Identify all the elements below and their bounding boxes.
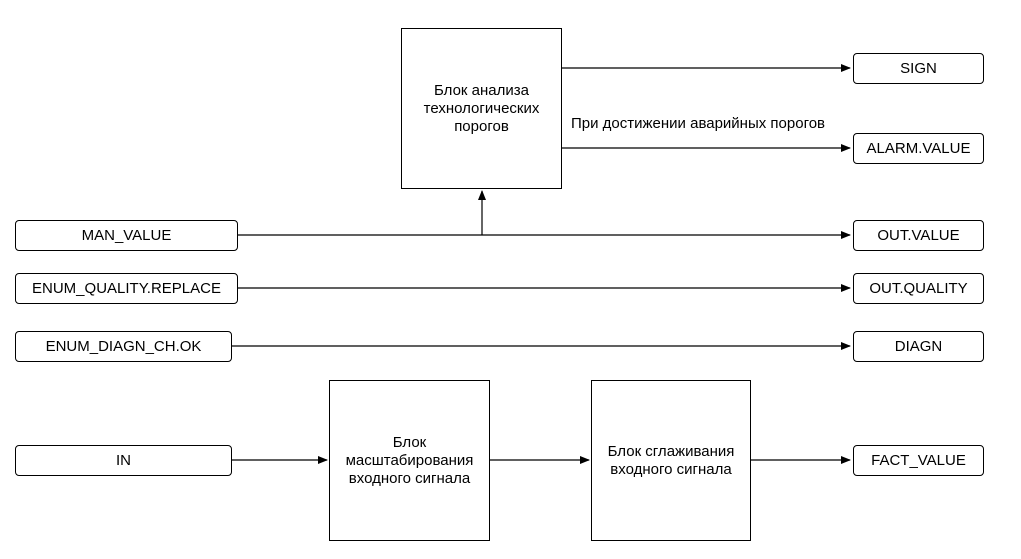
output-out-value: OUT.VALUE — [853, 220, 984, 251]
input-enum-diagn-ch-ok-label: ENUM_DIAGN_CH.OK — [45, 337, 202, 355]
output-out-value-label: OUT.VALUE — [877, 226, 960, 244]
output-out-quality: OUT.QUALITY — [853, 273, 984, 304]
output-alarm-value: ALARM.VALUE — [853, 133, 984, 164]
output-sign: SIGN — [853, 53, 984, 84]
scaling-block: Блок масштабирования входного сигнала — [329, 380, 490, 541]
input-enum-quality-replace-label: ENUM_QUALITY.REPLACE — [32, 279, 221, 297]
alarm-threshold-note-text: При достижении аварийных порогов — [571, 115, 826, 132]
alarm-threshold-note: При достижении аварийных порогов — [571, 115, 825, 133]
output-out-quality-label: OUT.QUALITY — [869, 279, 968, 297]
threshold-analysis-block-label: Блок анализа технологических порогов — [423, 81, 540, 135]
output-fact-value-label: FACT_VALUE — [871, 451, 966, 469]
output-diagn: DIAGN — [853, 331, 984, 362]
output-diagn-label: DIAGN — [894, 337, 943, 355]
input-in: IN — [15, 445, 232, 476]
output-sign-label: SIGN — [900, 59, 937, 77]
input-in-label: IN — [116, 451, 131, 469]
smoothing-block: Блок сглаживания входного сигнала — [591, 380, 751, 541]
output-alarm-value-label: ALARM.VALUE — [866, 139, 971, 157]
input-man-value: MAN_VALUE — [15, 220, 238, 251]
input-enum-quality-replace: ENUM_QUALITY.REPLACE — [15, 273, 238, 304]
smoothing-block-label: Блок сглаживания входного сигнала — [607, 442, 735, 478]
input-man-value-label: MAN_VALUE — [81, 226, 172, 244]
threshold-analysis-block: Блок анализа технологических порогов — [401, 28, 562, 189]
output-fact-value: FACT_VALUE — [853, 445, 984, 476]
scaling-block-label: Блок масштабирования входного сигнала — [345, 433, 474, 487]
input-enum-diagn-ch-ok: ENUM_DIAGN_CH.OK — [15, 331, 232, 362]
